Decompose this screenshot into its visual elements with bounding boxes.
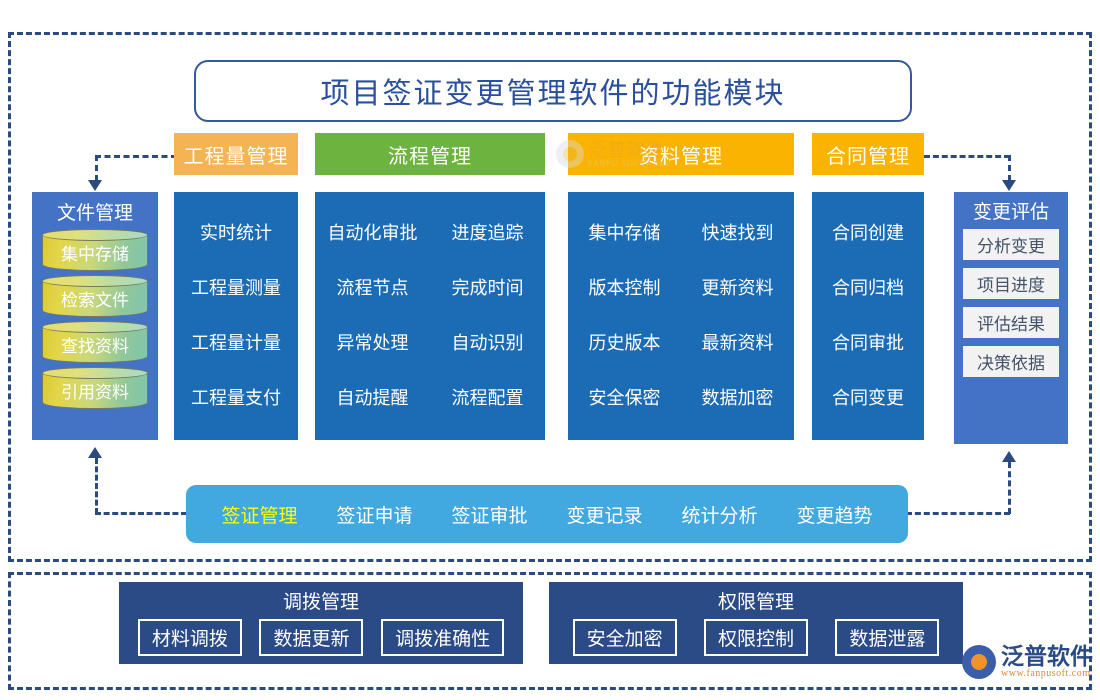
connector-right-vertical xyxy=(1008,155,1011,181)
evaluation-chip[interactable]: 项目进度 xyxy=(963,268,1059,299)
column-header-contract[interactable]: 合同管理 xyxy=(812,133,924,175)
panel-subcolumn: 合同创建 合同归档 合同审批 合同变更 xyxy=(812,206,924,426)
page-title-box: 项目签证变更管理软件的功能模块 xyxy=(194,60,912,122)
panel-item[interactable]: 自动化审批 xyxy=(327,222,418,243)
column-panel-engineering-quantity: 实时统计 工程量测量 工程量计量 工程量支付 xyxy=(174,192,298,440)
connector-bottom-left-vertical xyxy=(95,458,98,514)
lower-panel-chip[interactable]: 调拨准确性 xyxy=(381,619,505,656)
lower-panel-chip[interactable]: 安全加密 xyxy=(572,619,677,656)
column-header-label: 资料管理 xyxy=(639,145,723,168)
bottom-visa-bar: 签证管理 签证申请 签证审批 变更记录 统计分析 变更趋势 xyxy=(186,485,908,543)
panel-item[interactable]: 工程量测量 xyxy=(191,277,281,298)
cylinder-item[interactable]: 检索文件 xyxy=(42,275,148,317)
evaluation-chip[interactable]: 分析变更 xyxy=(963,229,1059,260)
cylinder-item[interactable]: 查找资料 xyxy=(42,321,148,363)
cylinder-item[interactable]: 集中存储 xyxy=(42,229,148,271)
column-header-material[interactable]: 资料管理 xyxy=(568,133,794,175)
lower-panel-transfer-management: 调拨管理 材料调拨 数据更新 调拨准确性 xyxy=(119,582,523,664)
bottom-bar-item-change-record[interactable]: 变更记录 xyxy=(566,505,643,527)
page-title: 项目签证变更管理软件的功能模块 xyxy=(320,78,786,110)
connector-bottom-right-horizontal xyxy=(906,512,1010,515)
lower-panel-chip[interactable]: 材料调拨 xyxy=(137,619,242,656)
bottom-bar-item-visa-application[interactable]: 签证申请 xyxy=(336,505,413,527)
panel-item[interactable]: 完成时间 xyxy=(451,277,524,298)
lower-panel-chip-row: 安全加密 权限控制 数据泄露 xyxy=(549,619,963,656)
panel-item[interactable]: 工程量支付 xyxy=(191,387,281,408)
panel-item[interactable]: 快速找到 xyxy=(701,222,774,243)
panel-item[interactable]: 集中存储 xyxy=(588,222,661,243)
panel-item[interactable]: 自动提醒 xyxy=(336,387,409,408)
lower-panel-chip[interactable]: 数据更新 xyxy=(259,619,364,656)
column-header-label: 工程量管理 xyxy=(183,145,289,168)
panel-item[interactable]: 流程配置 xyxy=(451,387,524,408)
brand-logo: 泛普软件 www.fanpusoft.com xyxy=(962,644,1093,680)
cylinder-label: 查找资料 xyxy=(61,337,129,356)
bottom-bar-item-change-trend[interactable]: 变更趋势 xyxy=(796,505,873,527)
panel-subcolumn: 快速找到 更新资料 最新资料 数据加密 xyxy=(681,206,794,426)
panel-item[interactable]: 异常处理 xyxy=(336,332,409,353)
lower-dashed-frame xyxy=(8,572,1092,690)
cylinder-label: 检索文件 xyxy=(61,291,129,310)
panel-item[interactable]: 数据加密 xyxy=(701,387,774,408)
bottom-bar-item-statistics[interactable]: 统计分析 xyxy=(681,505,758,527)
cylinder-item[interactable]: 引用资料 xyxy=(42,367,148,409)
arrow-up-right-icon xyxy=(1002,451,1016,462)
brand-logo-url-text: www.fanpusoft.com xyxy=(1001,668,1091,680)
panel-subcolumn: 自动化审批 流程节点 异常处理 自动提醒 xyxy=(315,206,430,426)
sidebar-file-management: 文件管理 集中存储 检索文件 查找资料 引用资料 xyxy=(32,192,158,440)
lower-panel-chip[interactable]: 数据泄露 xyxy=(835,619,940,656)
panel-item[interactable]: 合同创建 xyxy=(832,222,904,243)
bottom-bar-item-visa-approval[interactable]: 签证审批 xyxy=(451,505,528,527)
panel-item[interactable]: 合同归档 xyxy=(832,277,904,298)
panel-item[interactable]: 自动识别 xyxy=(451,332,524,353)
panel-item[interactable]: 历史版本 xyxy=(588,332,661,353)
panel-item[interactable]: 合同审批 xyxy=(832,332,904,353)
lower-panel-chip-row: 材料调拨 数据更新 调拨准确性 xyxy=(119,619,523,656)
column-panel-process: 自动化审批 流程节点 异常处理 自动提醒 进度追踪 完成时间 自动识别 流程配置 xyxy=(315,192,545,440)
panel-subcolumn: 集中存储 版本控制 历史版本 安全保密 xyxy=(568,206,681,426)
arrow-up-left-icon xyxy=(88,447,102,458)
arrow-down-left-icon xyxy=(88,180,102,191)
panel-item[interactable]: 工程量计量 xyxy=(191,332,281,353)
sidebar-title: 变更评估 xyxy=(972,202,1049,223)
connector-bottom-left-horizontal xyxy=(95,512,187,515)
sidebar-change-evaluation: 变更评估 分析变更 项目进度 评估结果 决策依据 xyxy=(954,192,1068,444)
panel-item[interactable]: 更新资料 xyxy=(701,277,774,298)
brand-logo-cn-text: 泛普软件 xyxy=(1001,644,1093,669)
panel-item[interactable]: 版本控制 xyxy=(588,277,661,298)
bottom-bar-item-visa-management[interactable]: 签证管理 xyxy=(221,505,298,527)
cylinder-label: 集中存储 xyxy=(61,245,129,264)
panel-subcolumn: 实时统计 工程量测量 工程量计量 工程量支付 xyxy=(174,206,298,426)
evaluation-chip[interactable]: 评估结果 xyxy=(963,307,1059,338)
lower-panel-title: 调拨管理 xyxy=(282,592,359,613)
lower-panel-permission-management: 权限管理 安全加密 权限控制 数据泄露 xyxy=(549,582,963,664)
panel-item[interactable]: 合同变更 xyxy=(832,387,904,408)
lower-panel-title: 权限管理 xyxy=(717,592,794,613)
connector-right-horizontal xyxy=(924,155,1010,158)
lower-panel-chip[interactable]: 权限控制 xyxy=(703,619,808,656)
column-header-label: 流程管理 xyxy=(388,145,472,168)
column-panel-contract: 合同创建 合同归档 合同审批 合同变更 xyxy=(812,192,924,440)
main-dashed-frame xyxy=(8,32,1092,562)
cylinder-label: 引用资料 xyxy=(61,383,129,402)
column-header-engineering-quantity[interactable]: 工程量管理 xyxy=(174,133,298,175)
panel-item[interactable]: 流程节点 xyxy=(336,277,409,298)
panel-item[interactable]: 进度追踪 xyxy=(451,222,524,243)
connector-bottom-right-vertical xyxy=(1008,462,1011,514)
evaluation-chip[interactable]: 决策依据 xyxy=(963,346,1059,377)
sidebar-title: 文件管理 xyxy=(56,203,133,224)
panel-item[interactable]: 最新资料 xyxy=(701,332,774,353)
arrow-down-right-icon xyxy=(1002,180,1016,191)
connector-left-horizontal xyxy=(95,155,177,158)
brand-logo-icon xyxy=(962,645,996,680)
panel-item[interactable]: 实时统计 xyxy=(200,222,272,243)
column-panel-material: 集中存储 版本控制 历史版本 安全保密 快速找到 更新资料 最新资料 数据加密 xyxy=(568,192,794,440)
column-header-label: 合同管理 xyxy=(826,145,910,168)
connector-left-vertical xyxy=(95,155,98,181)
column-header-process[interactable]: 流程管理 xyxy=(315,133,545,175)
panel-subcolumn: 进度追踪 完成时间 自动识别 流程配置 xyxy=(430,206,545,426)
panel-item[interactable]: 安全保密 xyxy=(588,387,661,408)
